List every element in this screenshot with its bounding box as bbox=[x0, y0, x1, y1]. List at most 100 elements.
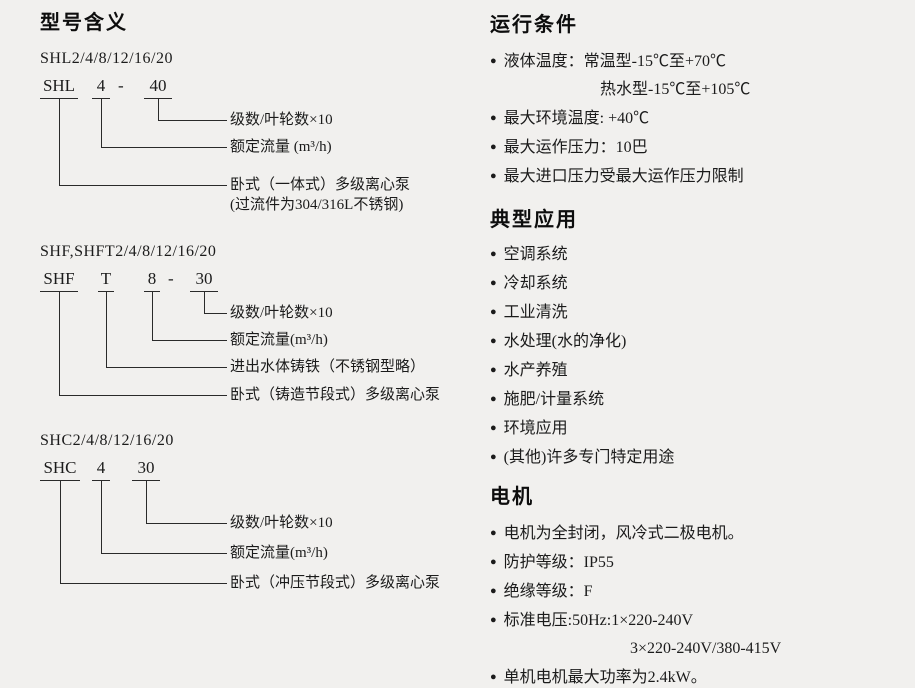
application-item: ● 工业清洗 bbox=[490, 302, 900, 323]
code-label-flow: 额定流量(m³/h) bbox=[230, 545, 328, 561]
model-series-text: SHC2/4/8/12/16/20 bbox=[40, 432, 174, 449]
code-part-prefix: SHF bbox=[40, 269, 78, 292]
motor-spec-text: 防护等级：IP55 bbox=[503, 554, 614, 571]
motor-spec-continuation: 3×220-240V/380-415V bbox=[490, 639, 900, 659]
motor-spec-item: ●单机电机最大功率为2.4kW。 bbox=[490, 667, 900, 688]
model-series-text: SHL2/4/8/12/16/20 bbox=[40, 50, 173, 67]
application-item: ● 水处理(水的净化) bbox=[490, 331, 900, 352]
code-dash: - bbox=[168, 269, 174, 288]
motor-spec-item: ● 防护等级：IP55 bbox=[490, 552, 900, 573]
section-title-operating-conditions: 运行条件 bbox=[490, 14, 578, 36]
bullet-icon: ● bbox=[490, 141, 497, 153]
application-item-text: (其他)许多专门特定用途 bbox=[503, 449, 675, 466]
code-part-stages: 30 bbox=[190, 269, 218, 292]
spec-item: ● 最大环境温度: +40℃ bbox=[490, 108, 900, 129]
connector-line bbox=[59, 291, 227, 396]
bullet-icon: ● bbox=[490, 393, 497, 405]
connector-line bbox=[106, 291, 227, 368]
application-item-text: 水产养殖 bbox=[503, 362, 568, 379]
spec-item-text: 最大进口压力受最大运作压力限制 bbox=[503, 168, 744, 185]
model-code-diagram-shl: SHL2/4/8/12/16/20 SHL 4 - 40 级数/叶轮数×10 额… bbox=[40, 50, 470, 226]
bullet-icon: ● bbox=[490, 527, 497, 539]
application-item-text: 施肥/计量系统 bbox=[503, 391, 605, 408]
code-part-stages: 40 bbox=[144, 76, 172, 99]
motor-spec-text: 标准电压:50Hz:1×220-240V bbox=[503, 612, 694, 629]
bullet-icon: ● bbox=[490, 671, 497, 683]
section-motor: 电机 ● 电机为全封闭，风冷式二极电机。 ● 防护等级：IP55 ● 绝缘等级：F ●… bbox=[490, 480, 900, 688]
connector-line bbox=[101, 480, 227, 554]
spec-item-continuation: 热水型-15℃至+105℃ bbox=[490, 80, 900, 100]
application-item-text: 工业清洗 bbox=[503, 304, 568, 321]
model-series-text: SHF,SHFT2/4/8/12/16/20 bbox=[40, 243, 217, 260]
bullet-icon: ● bbox=[490, 614, 497, 626]
bullet-icon: ● bbox=[490, 451, 497, 463]
code-label-material: 进出水体铸铁（不锈钢型略） bbox=[230, 359, 426, 375]
model-designation-column: 型号含义 SHL2/4/8/12/16/20 SHL 4 - 40 级数/叶轮数… bbox=[40, 0, 470, 660]
motor-spec-item: ● 绝缘等级：F bbox=[490, 581, 900, 602]
connector-line bbox=[152, 291, 227, 341]
connector-line bbox=[101, 98, 227, 148]
bullet-icon: ● bbox=[490, 248, 497, 260]
application-item: ● 水产养殖 bbox=[490, 360, 900, 381]
connector-line bbox=[59, 98, 227, 186]
code-label-stages: 级数/叶轮数×10 bbox=[230, 515, 333, 531]
connector-line bbox=[158, 98, 227, 121]
connector-line bbox=[204, 291, 227, 314]
code-part-prefix: SHC bbox=[40, 458, 80, 481]
code-label-type: 卧式（一体式）多级离心泵 bbox=[230, 177, 411, 193]
bullet-icon: ● bbox=[490, 422, 497, 434]
code-label-flow: 额定流量(m³/h) bbox=[230, 332, 328, 348]
application-item-text: 冷却系统 bbox=[503, 275, 568, 292]
code-part-stages: 30 bbox=[132, 458, 160, 481]
spec-item-text: 液体温度：常温型-15℃至+70℃ bbox=[503, 53, 727, 70]
bullet-icon: ● bbox=[490, 364, 497, 376]
code-label-material-note: (过流件为304/316L不锈钢) bbox=[230, 197, 404, 213]
bullet-icon: ● bbox=[490, 55, 497, 67]
code-part-prefix: SHL bbox=[40, 76, 78, 99]
spec-item: ● 液体温度：常温型-15℃至+70℃ bbox=[490, 51, 900, 72]
motor-spec-text: 电机为全封闭，风冷式二极电机。 bbox=[503, 525, 744, 542]
specs-column: 运行条件 ● 液体温度：常温型-15℃至+70℃ 热水型-15℃至+105℃ ● 最… bbox=[490, 0, 900, 686]
bullet-icon: ● bbox=[490, 170, 497, 182]
application-item: ● 环境应用 bbox=[490, 418, 900, 439]
bullet-icon: ● bbox=[490, 335, 497, 347]
bullet-icon: ● bbox=[490, 306, 497, 318]
spec-item: ● 最大运作压力：10巴 bbox=[490, 137, 900, 158]
application-item: ● 冷却系统 bbox=[490, 273, 900, 294]
code-label-stages: 级数/叶轮数×10 bbox=[230, 112, 333, 128]
code-label-flow: 额定流量 (m³/h) bbox=[230, 139, 332, 155]
application-item: ● 空调系统 bbox=[490, 244, 900, 265]
spec-item-text: 最大运作压力：10巴 bbox=[503, 139, 648, 156]
section-title-typical-applications: 典型应用 bbox=[490, 209, 578, 231]
bullet-icon: ● bbox=[490, 585, 497, 597]
code-dash: - bbox=[118, 76, 124, 95]
section-typical-applications: 典型应用 ●空调系统 ●冷却系统 ●工业清洗 ●水处理(水的净化) ●水产养殖 … bbox=[490, 203, 900, 468]
code-part-flow: 4 bbox=[92, 458, 110, 481]
application-item: ● (其他)许多专门特定用途 bbox=[490, 447, 900, 468]
application-item-text: 环境应用 bbox=[503, 420, 568, 437]
application-item-text: 水处理(水的净化) bbox=[503, 333, 627, 350]
motor-spec-item: ● 标准电压:50Hz:1×220-240V bbox=[490, 610, 900, 631]
section-title-model-meaning: 型号含义 bbox=[40, 12, 128, 34]
spec-item-text: 热水型-15℃至+105℃ bbox=[600, 81, 751, 98]
model-code-diagram-shc: SHC2/4/8/12/16/20 SHC 4 30 级数/叶轮数×10 额定流… bbox=[40, 432, 470, 604]
motor-spec-item: ● 电机为全封闭，风冷式二极电机。 bbox=[490, 523, 900, 544]
application-item: ● 施肥/计量系统 bbox=[490, 389, 900, 410]
code-part-variant: T bbox=[98, 269, 114, 292]
section-title-motor: 电机 bbox=[490, 486, 534, 508]
motor-spec-text: 绝缘等级：F bbox=[503, 583, 593, 600]
connector-line bbox=[146, 480, 227, 524]
application-item-text: 空调系统 bbox=[503, 246, 568, 263]
code-label-stages: 级数/叶轮数×10 bbox=[230, 305, 333, 321]
connector-line bbox=[60, 480, 227, 584]
code-label-type: 卧式（冲压节段式）多级离心泵 bbox=[230, 575, 441, 591]
section-operating-conditions: 运行条件 ● 液体温度：常温型-15℃至+70℃ 热水型-15℃至+105℃ ● 最… bbox=[490, 8, 900, 187]
bullet-icon: ● bbox=[490, 277, 497, 289]
spec-item: ● 最大进口压力受最大运作压力限制 bbox=[490, 166, 900, 187]
bullet-icon: ● bbox=[490, 556, 497, 568]
bullet-icon: ● bbox=[490, 112, 497, 124]
motor-spec-text: 3×220-240V/380-415V bbox=[630, 640, 782, 657]
code-part-flow: 8 bbox=[144, 269, 160, 292]
spec-item-text: 最大环境温度: +40℃ bbox=[503, 110, 650, 127]
code-label-type: 卧式（铸造节段式）多级离心泵 bbox=[230, 387, 441, 403]
